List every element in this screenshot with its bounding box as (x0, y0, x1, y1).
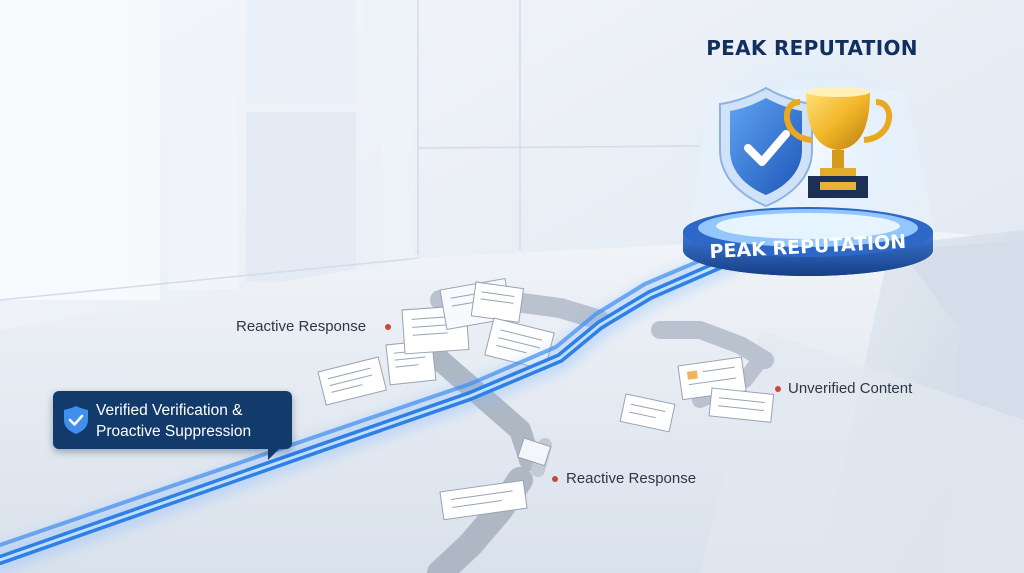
shield-check-icon (64, 406, 88, 434)
headline: PEAK REPUTATION (706, 36, 918, 60)
callout-text: Verified Verification & Proactive Suppre… (96, 400, 288, 442)
label-reactive-response-bottom: Reactive Response (566, 470, 697, 487)
wall-panels (0, 0, 701, 301)
callout-pointer (268, 446, 282, 460)
label-reactive-response-top: Reactive Response (236, 318, 367, 335)
callout-line-2: Proactive Suppression (96, 423, 252, 440)
window-panels (0, 0, 414, 300)
trophy-icon (783, 87, 893, 198)
marker-dot (775, 386, 781, 392)
document-cards (317, 277, 775, 521)
verified-callout: Verified Verification & Proactive Suppre… (53, 391, 292, 449)
marker-dot (552, 476, 558, 482)
verified-path (0, 245, 748, 573)
pedestal (683, 207, 933, 276)
label-unverified-content: Unverified Content (788, 380, 913, 397)
callout-line-1: Verified Verification & (96, 402, 243, 419)
marker-dot (385, 324, 391, 330)
